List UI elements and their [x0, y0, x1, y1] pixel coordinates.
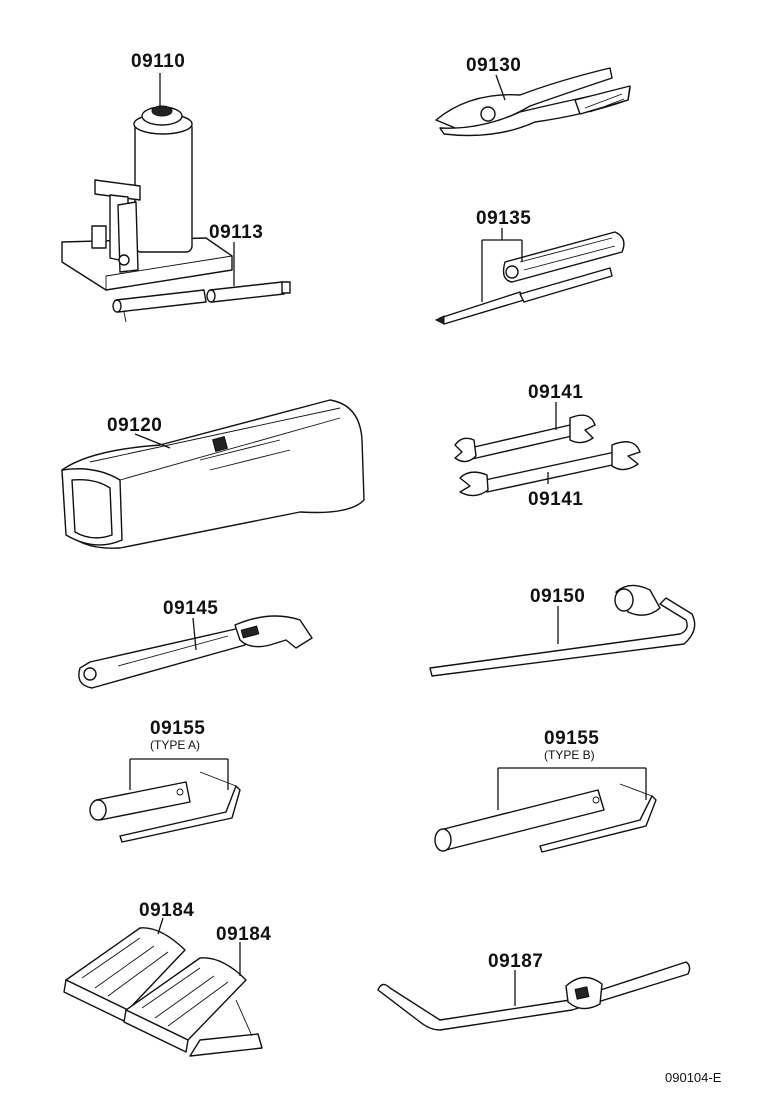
open-end-wrench-top	[454, 414, 596, 463]
pliers	[435, 67, 631, 137]
wheel-chock-right	[123, 957, 263, 1057]
diagram-code: 090104-E	[665, 1070, 722, 1085]
plug-wrench-type-a	[89, 771, 241, 843]
part-number-09130: 09130	[466, 55, 521, 76]
leader-line	[134, 433, 171, 449]
open-end-wrench-bottom	[459, 441, 641, 497]
leader-line	[495, 74, 506, 101]
screwdriver	[434, 231, 625, 325]
part-number-09150: 09150	[530, 586, 585, 607]
part-number-09155-type-b: 09155	[544, 728, 599, 749]
leader-line	[157, 917, 164, 935]
part-number-09135: 09135	[476, 208, 531, 229]
bottle-jack	[61, 105, 233, 291]
part-number-09145: 09145	[163, 598, 218, 619]
part-number-09184-right: 09184	[216, 924, 271, 945]
jack-handle-rods	[112, 281, 291, 323]
lug-wrench	[429, 584, 696, 677]
tool-bag	[61, 399, 365, 549]
type-a-label: (TYPE A)	[150, 738, 200, 752]
part-number-09187: 09187	[488, 951, 543, 972]
jack-rod	[377, 961, 691, 1031]
plug-wrench-type-b	[434, 783, 657, 853]
part-number-09113: 09113	[209, 222, 263, 243]
part-number-09141-bottom: 09141	[528, 489, 583, 510]
part-number-09155-type-a: 09155	[150, 718, 205, 739]
type-b-label: (TYPE B)	[544, 748, 595, 762]
part-number-09184-left: 09184	[139, 900, 194, 921]
part-number-09110: 09110	[131, 51, 185, 72]
part-number-09120: 09120	[107, 415, 162, 436]
adjustable-wrench	[78, 615, 313, 689]
leader-line	[192, 617, 197, 651]
part-number-09141-top: 09141	[528, 382, 583, 403]
wheel-chock-left	[63, 927, 186, 1023]
